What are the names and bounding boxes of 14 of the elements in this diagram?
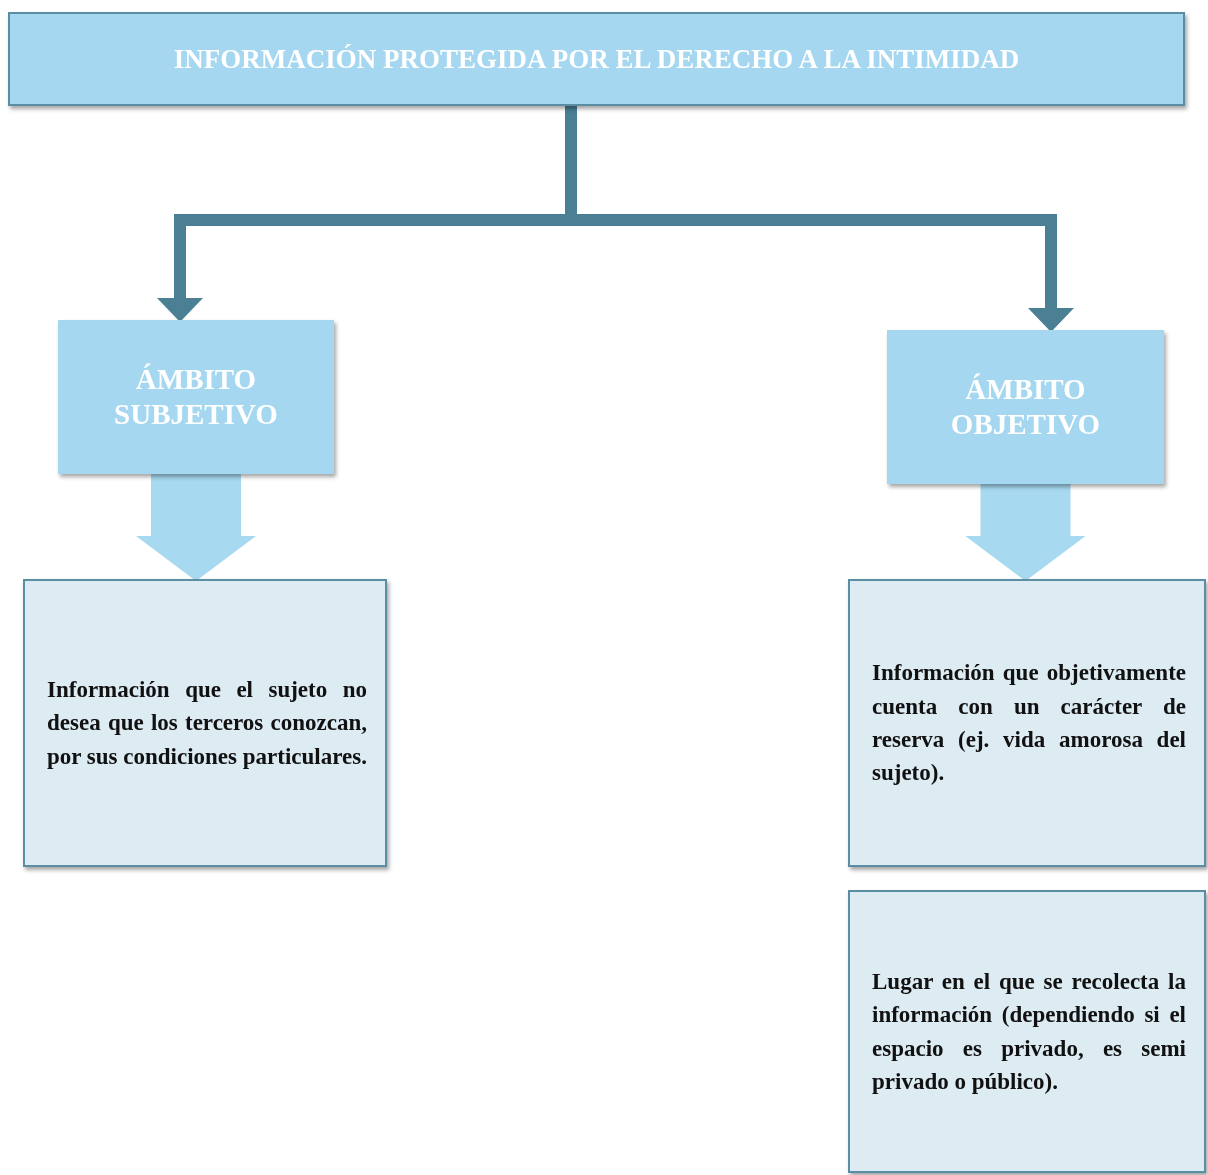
block-arrow [965,484,1086,581]
description-box [848,890,1206,1173]
title-box [8,12,1185,106]
category-box [887,330,1164,484]
category-box [58,320,334,474]
description-text: Información que objetivamente cuenta con un carácter de reserva (ej. vida amorosa del sujeto). [872,659,1186,788]
description-box [23,579,387,867]
description-box [848,579,1206,867]
block-arrow [136,474,256,581]
heading-text: ÁMBITO SUBJETIVO [113,362,279,432]
heading-text: INFORMACIÓN PROTEGIDA POR EL DERECHO A LA INTIMIDAD [173,43,1020,75]
description-text: Información que el sujeto no desea que los terceros conozcan, por sus condiciones particulares. [47,676,367,771]
heading-text: ÁMBITO OBJETIVO [949,372,1102,442]
description-text: Lugar en el que se recolecta la información (dependiendo si el espacio es privado, es semi privado o público). [872,967,1186,1096]
